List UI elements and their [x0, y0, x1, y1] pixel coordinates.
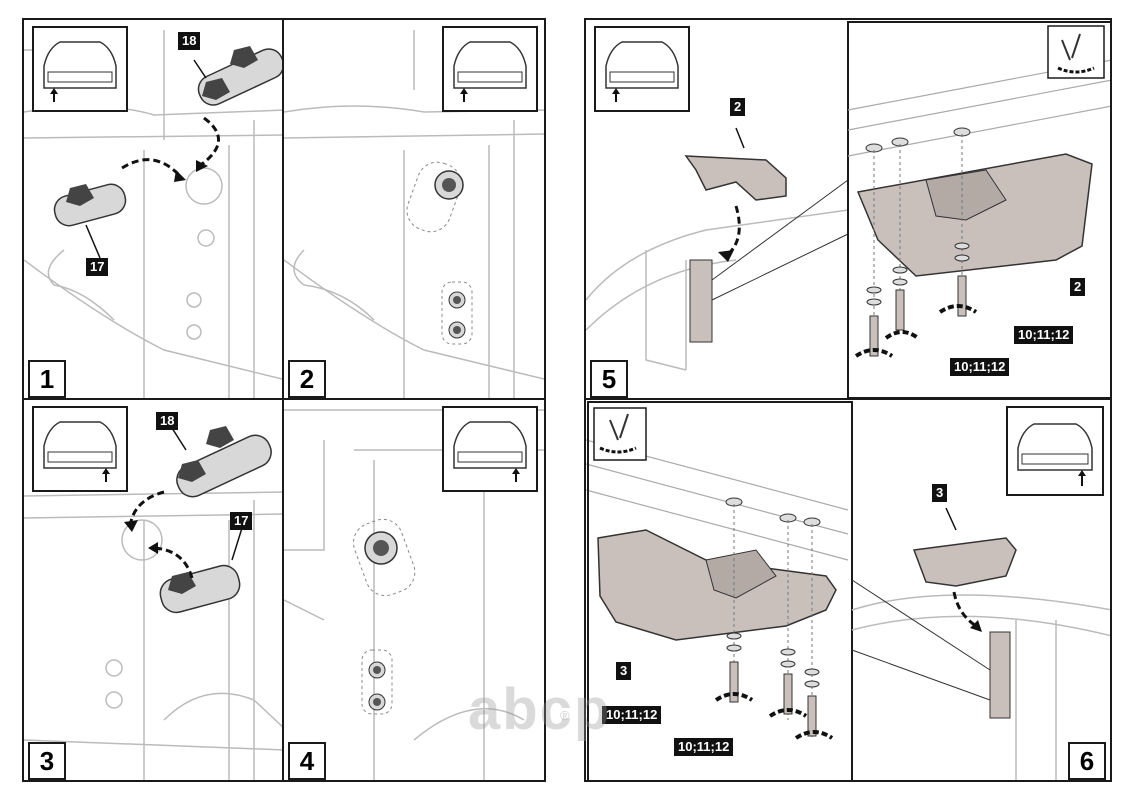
part-tag-17: 17 [86, 258, 109, 276]
step-number: 1 [28, 360, 66, 398]
part-tag-3-detail: 3 [616, 662, 632, 680]
part-tag-18: 18 [178, 32, 201, 50]
part-tag-3: 3 [932, 484, 948, 502]
part-tag-18: 18 [156, 412, 179, 430]
wrench-tighten-icon [714, 692, 834, 740]
step-number: 5 [590, 360, 628, 398]
step-panel-5: 2 2 10;11;12 10;11;12 5 [584, 18, 1112, 400]
part-tag-2: 2 [730, 98, 746, 116]
car-rear-thumbnail-icon [442, 406, 538, 492]
step-4-illustration [284, 409, 544, 780]
part-tag-fasteners: 10;11;12 [602, 706, 662, 724]
step-3-illustration [24, 426, 282, 780]
part-tag-fasteners: 10;11;12 [674, 738, 734, 756]
car-rear-thumbnail-icon [442, 26, 538, 112]
car-rear-thumbnail-icon [594, 26, 690, 112]
step-number: 2 [288, 360, 326, 398]
step-6-illustration [586, 401, 1110, 780]
car-rear-thumbnail-icon [32, 26, 128, 112]
bracket-3 [912, 537, 1017, 587]
step-panel-2: 2 [282, 18, 546, 400]
nut-plate-18 [176, 426, 272, 498]
step-number: 3 [28, 742, 66, 780]
wrench-tighten-icon [854, 304, 978, 358]
bracket-3-detail [597, 529, 837, 641]
step-number: 6 [1068, 742, 1106, 780]
watermark-registered-mark: ® [560, 708, 570, 723]
part-tag-fasteners: 10;11;12 [950, 358, 1010, 376]
step-panel-3: 18 17 3 [22, 398, 284, 782]
car-rear-thumbnail-icon [32, 406, 128, 492]
part-tag-2-detail: 2 [1070, 278, 1086, 296]
watermark: abcp [468, 677, 612, 742]
nut-plate-18 [197, 46, 282, 106]
curved-arrow-icon [201, 116, 220, 166]
bracket-2-detail [856, 153, 1093, 277]
part-tag-fasteners: 10;11;12 [1014, 326, 1074, 344]
step-2-illustration [284, 30, 544, 398]
step-panel-6: 3 3 10;11;12 10;11;12 6 [584, 398, 1112, 782]
step-number: 4 [288, 742, 326, 780]
step-panel-1: 18 17 1 [22, 18, 284, 400]
part-tag-17: 17 [230, 512, 253, 530]
bracket-2 [684, 155, 787, 201]
nut-plate-17 [53, 183, 127, 227]
car-rear-thumbnail-icon [1006, 406, 1104, 496]
nut-plate-17 [159, 564, 241, 614]
step-panel-4: 4 [282, 398, 546, 782]
